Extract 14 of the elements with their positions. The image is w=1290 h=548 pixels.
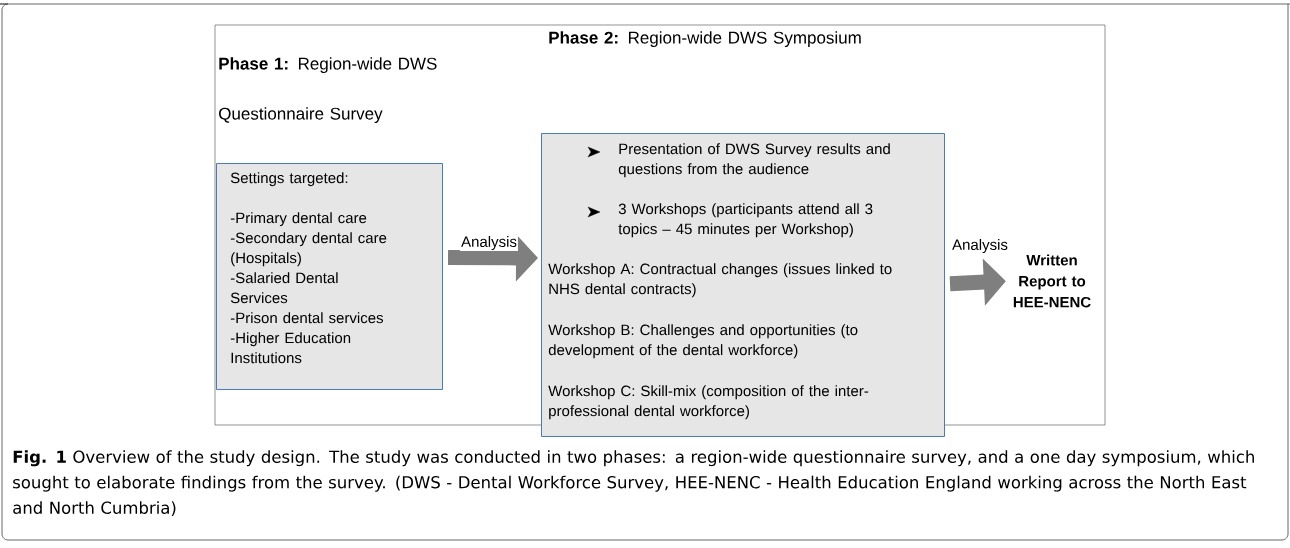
edge-label: Analysis	[460, 235, 518, 251]
node-label: -Higher Education Institutions	[230, 332, 351, 364]
output-text: Written Report to HEE-NENC	[1013, 254, 1091, 308]
node-label: -Prison dental services	[230, 312, 384, 324]
phase-heading: Phase 1: Region-wide DWS Questionnaire Survey	[219, 57, 437, 124]
process-box: Presentation of DWS Survey results and questions from the audience 3 Workshops (participants attend all 3 topics – 45 minutes per Workshop) Workshop A: Contractual changes (issues linked to NHS dental contracts) Workshop B: Challenges and opportunities (to development of the dental workforce) Workshop C: Skill-mix (composition of the inter-professional dental workforce)	[541, 133, 945, 437]
node-label: Settings targeted:	[230, 172, 348, 187]
edge-label: Analysis	[951, 238, 1009, 254]
figure-caption: Fig. 1 Overview of the study design. The study was conducted in two phases: a region-wide questionnaire survey, and a one day symposium, which sought to elaborate findings from the survey. (DWS - Dental Workforce Survey, HEE-NENC - Health Education England working across the North East and North Cumbria)	[13, 450, 1254, 516]
process-box: Settings targeted: -Primary dental care -Secondary dental care (Hospitals) -Salaried Dental Services -Prison dental services -Higher Education Institutions	[216, 163, 443, 390]
node-label: -Salaried Dental Services	[230, 272, 338, 304]
node-label: -Secondary dental care (Hospitals)	[230, 232, 387, 267]
node-label: -Primary dental care	[230, 212, 367, 227]
phase-heading: Phase 2: Region-wide DWS Symposium	[549, 31, 861, 48]
